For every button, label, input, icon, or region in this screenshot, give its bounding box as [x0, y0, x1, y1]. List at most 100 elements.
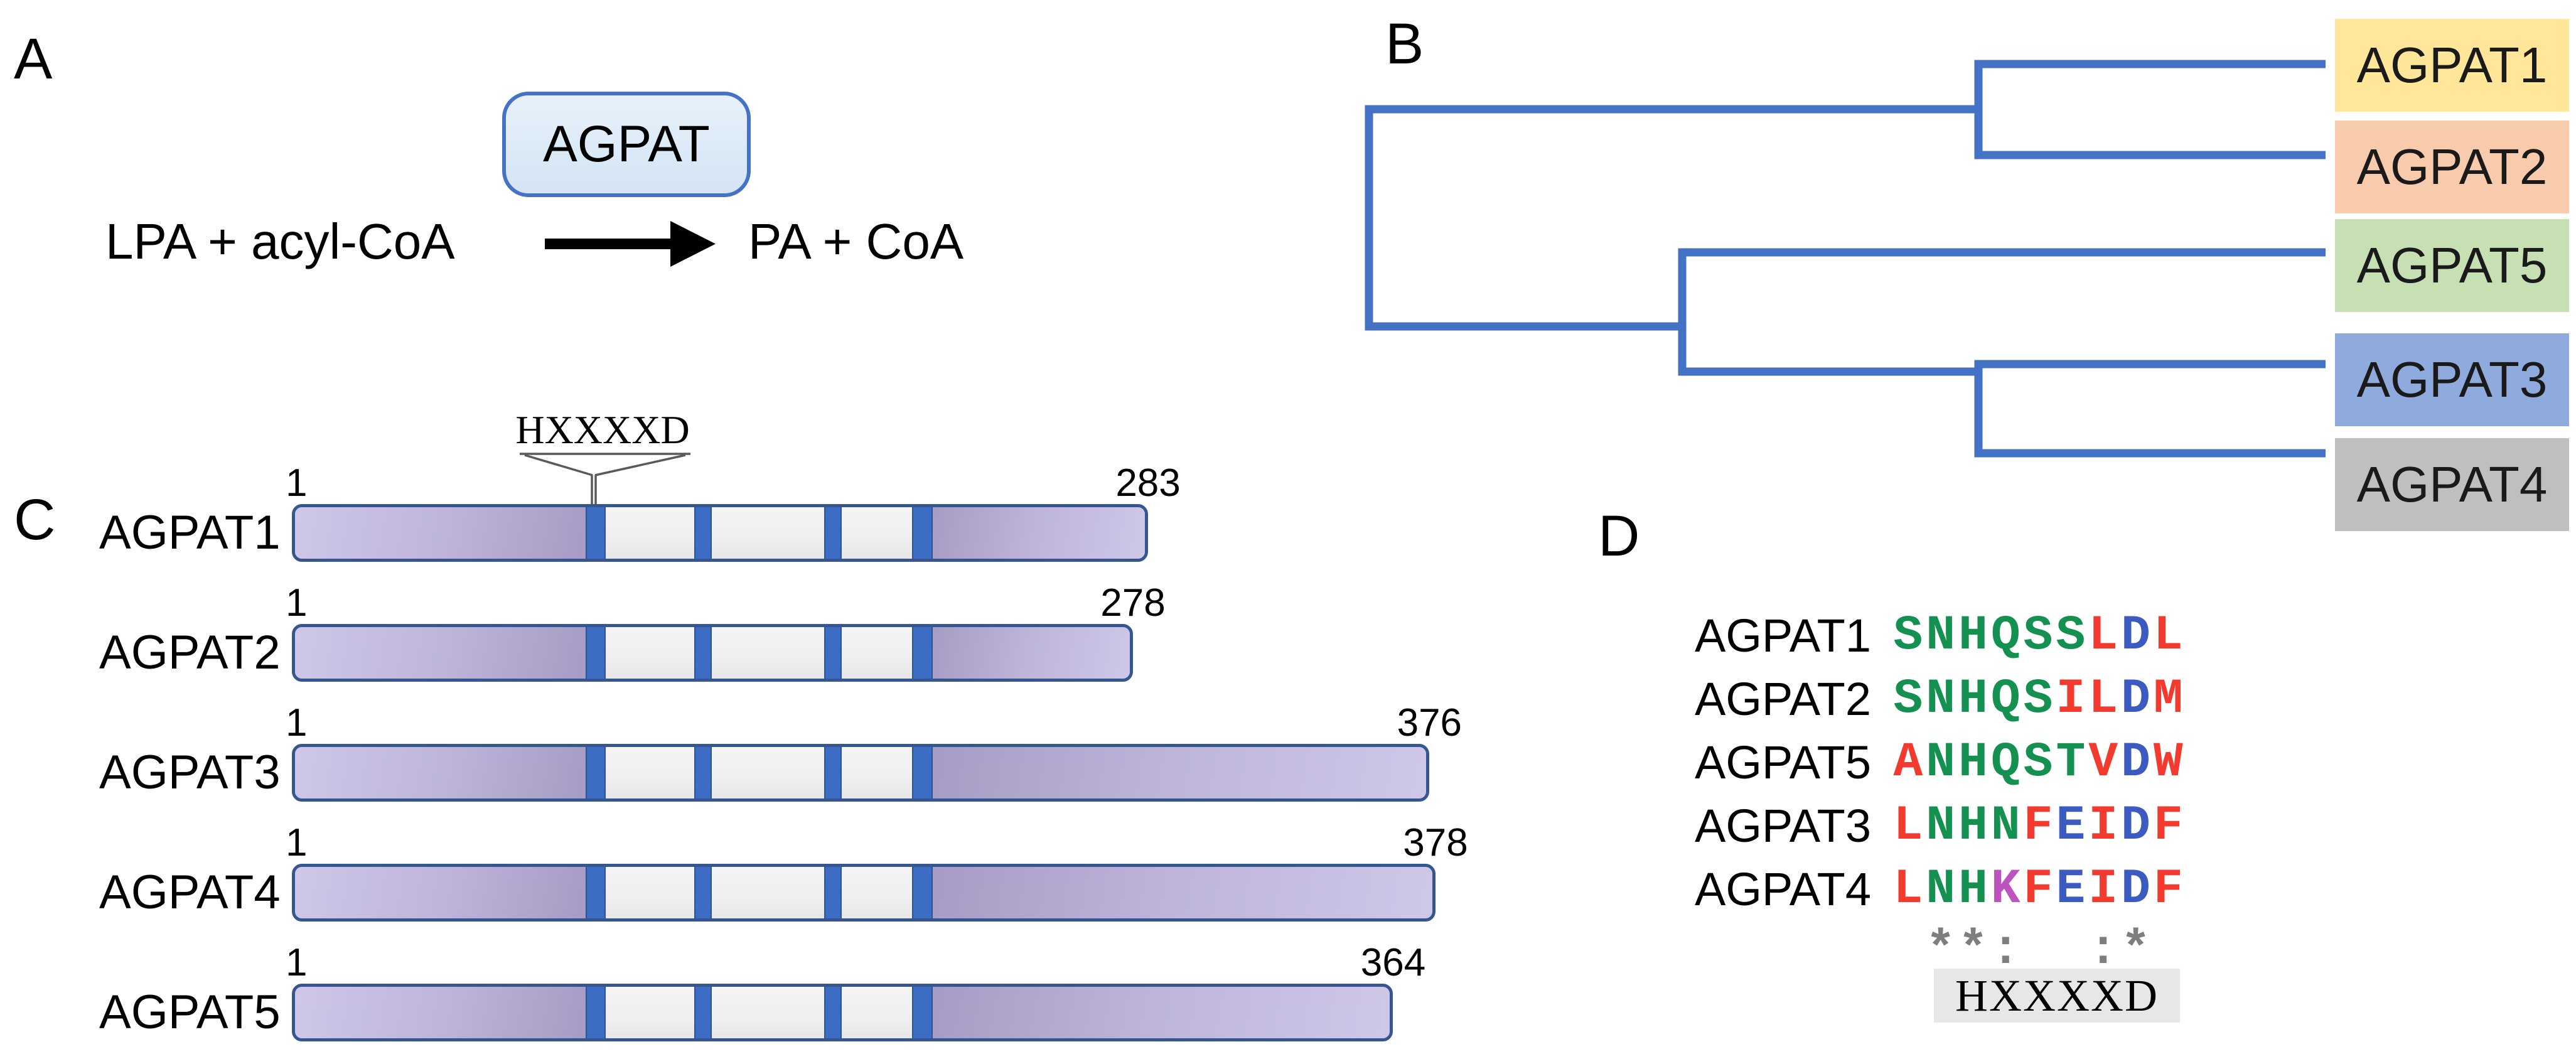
protein-name-label: AGPAT3	[99, 746, 281, 799]
stripe-domain-1	[694, 987, 712, 1038]
residue-cell: M	[2153, 672, 2183, 727]
protein-bar-agpat3	[292, 744, 1430, 802]
stripe-domain-end	[912, 747, 933, 798]
motif-callout-label: HXXXXD	[515, 407, 690, 452]
stripe-domain-2	[824, 747, 842, 798]
start-residue-label: 1	[286, 461, 308, 505]
residue-cell: N	[1926, 608, 1956, 664]
residue-cell: N	[1990, 798, 2021, 854]
residue-cell: N	[1926, 798, 1956, 854]
stripe-hxxxxd-motif	[585, 747, 606, 798]
stripe-domain-end	[912, 507, 933, 559]
residue-cell: I	[2088, 798, 2118, 854]
residue-cell: F	[2023, 862, 2053, 917]
protein-bar-agpat1	[292, 504, 1149, 562]
tree-clade-agpat3-agpat4	[1974, 360, 2326, 458]
taxon-box-label: AGPAT1	[2356, 37, 2548, 93]
residue-cell: D	[2121, 798, 2150, 854]
residue-cell: S	[2023, 672, 2053, 727]
residue-cell: S	[2023, 608, 2053, 664]
end-residue-label: 378	[1403, 821, 1468, 864]
residue-cell: N	[1926, 862, 1956, 917]
reaction-products: PA + CoA	[748, 213, 964, 269]
taxon-box-agpat2: AGPAT2	[2335, 121, 2569, 213]
conservation-symbol: *	[1958, 923, 1988, 978]
residue-cell: S	[2023, 735, 2053, 790]
segment-c-terminal	[930, 987, 1390, 1038]
segment-n-terminal	[295, 507, 586, 559]
residue-cell: Q	[1990, 735, 2021, 790]
motif-box-label: HXXXXD	[1955, 970, 2159, 1021]
enzyme-box-label: AGPAT	[543, 116, 710, 173]
residue-cell: T	[2056, 735, 2086, 790]
residue-cell: L	[2153, 608, 2183, 664]
segment-n-terminal	[295, 987, 586, 1038]
segment-domain-region	[603, 867, 913, 918]
residue-cell: F	[2153, 862, 2183, 917]
stripe-domain-1	[694, 627, 712, 679]
residue-cell: L	[1893, 862, 1923, 917]
residue-cell: A	[1893, 735, 1923, 790]
segment-domain-region	[603, 507, 913, 559]
taxon-box-agpat4: AGPAT4	[2335, 438, 2569, 531]
residue-cell: H	[1958, 608, 1988, 664]
alignment-sequence-agpat2: SNHQSILDM	[1892, 674, 2184, 724]
residue-cell: I	[2056, 672, 2086, 727]
residue-cell: L	[2088, 608, 2118, 664]
stripe-domain-1	[694, 747, 712, 798]
stripe-hxxxxd-motif	[585, 867, 606, 918]
panel-d-label: D	[1598, 504, 1641, 568]
panel-a-label: A	[14, 27, 53, 91]
residue-cell: E	[2056, 862, 2086, 917]
protein-name-label: AGPAT4	[99, 866, 281, 919]
residue-cell: I	[2088, 862, 2118, 917]
residue-cell: H	[1958, 735, 1988, 790]
stripe-domain-end	[912, 867, 933, 918]
residue-cell: N	[1926, 735, 1956, 790]
taxon-box-agpat1: AGPAT1	[2335, 19, 2569, 112]
residue-cell: H	[1958, 798, 1988, 854]
conservation-row: **: :*	[1892, 925, 2184, 976]
conservation-symbol: :	[1990, 923, 2021, 978]
start-residue-label: 1	[286, 821, 308, 864]
residue-cell: Q	[1990, 672, 2021, 727]
residue-cell: L	[1893, 798, 1923, 854]
stripe-domain-1	[694, 507, 712, 559]
residue-cell: D	[2121, 672, 2150, 727]
residue-cell: W	[2153, 735, 2183, 790]
alignment-name-label: AGPAT2	[1695, 673, 1872, 725]
end-residue-label: 278	[1100, 581, 1166, 625]
alignment-name-label: AGPAT1	[1695, 610, 1872, 662]
residue-cell: V	[2088, 735, 2118, 790]
residue-cell: F	[2153, 798, 2183, 854]
reaction-arrow-icon	[545, 221, 716, 267]
protein-bar-agpat5	[292, 984, 1393, 1041]
end-residue-label: 283	[1115, 461, 1181, 505]
residue-cell: H	[1958, 862, 1988, 917]
segment-n-terminal	[294, 627, 586, 679]
segment-c-terminal	[930, 627, 1130, 679]
stripe-domain-1	[694, 867, 712, 918]
stripe-domain-2	[824, 867, 842, 918]
segment-n-terminal	[295, 747, 586, 798]
panel-c-label: C	[14, 488, 56, 552]
taxon-box-agpat3: AGPAT3	[2335, 333, 2569, 426]
start-residue-label: 1	[286, 581, 308, 625]
residue-cell: S	[2056, 608, 2086, 664]
alignment-name-label: AGPAT4	[1695, 863, 1872, 915]
protein-bar-agpat2	[292, 624, 1133, 682]
alignment-name-label: AGPAT5	[1695, 736, 1872, 788]
taxon-box-label: AGPAT2	[2356, 139, 2548, 195]
residue-cell: S	[1893, 672, 1923, 727]
alignment-sequence-agpat1: SNHQSSLDL	[1892, 611, 2184, 661]
conservation-symbol: *	[2121, 923, 2150, 978]
stripe-domain-2	[824, 507, 842, 559]
end-residue-label: 376	[1397, 701, 1462, 745]
segment-domain-region	[603, 627, 913, 679]
residue-cell: D	[2121, 735, 2150, 790]
residue-cell: S	[1893, 608, 1923, 664]
start-residue-label: 1	[286, 701, 308, 745]
motif-callout-leader	[520, 453, 690, 511]
enzyme-box: AGPAT	[502, 92, 751, 197]
